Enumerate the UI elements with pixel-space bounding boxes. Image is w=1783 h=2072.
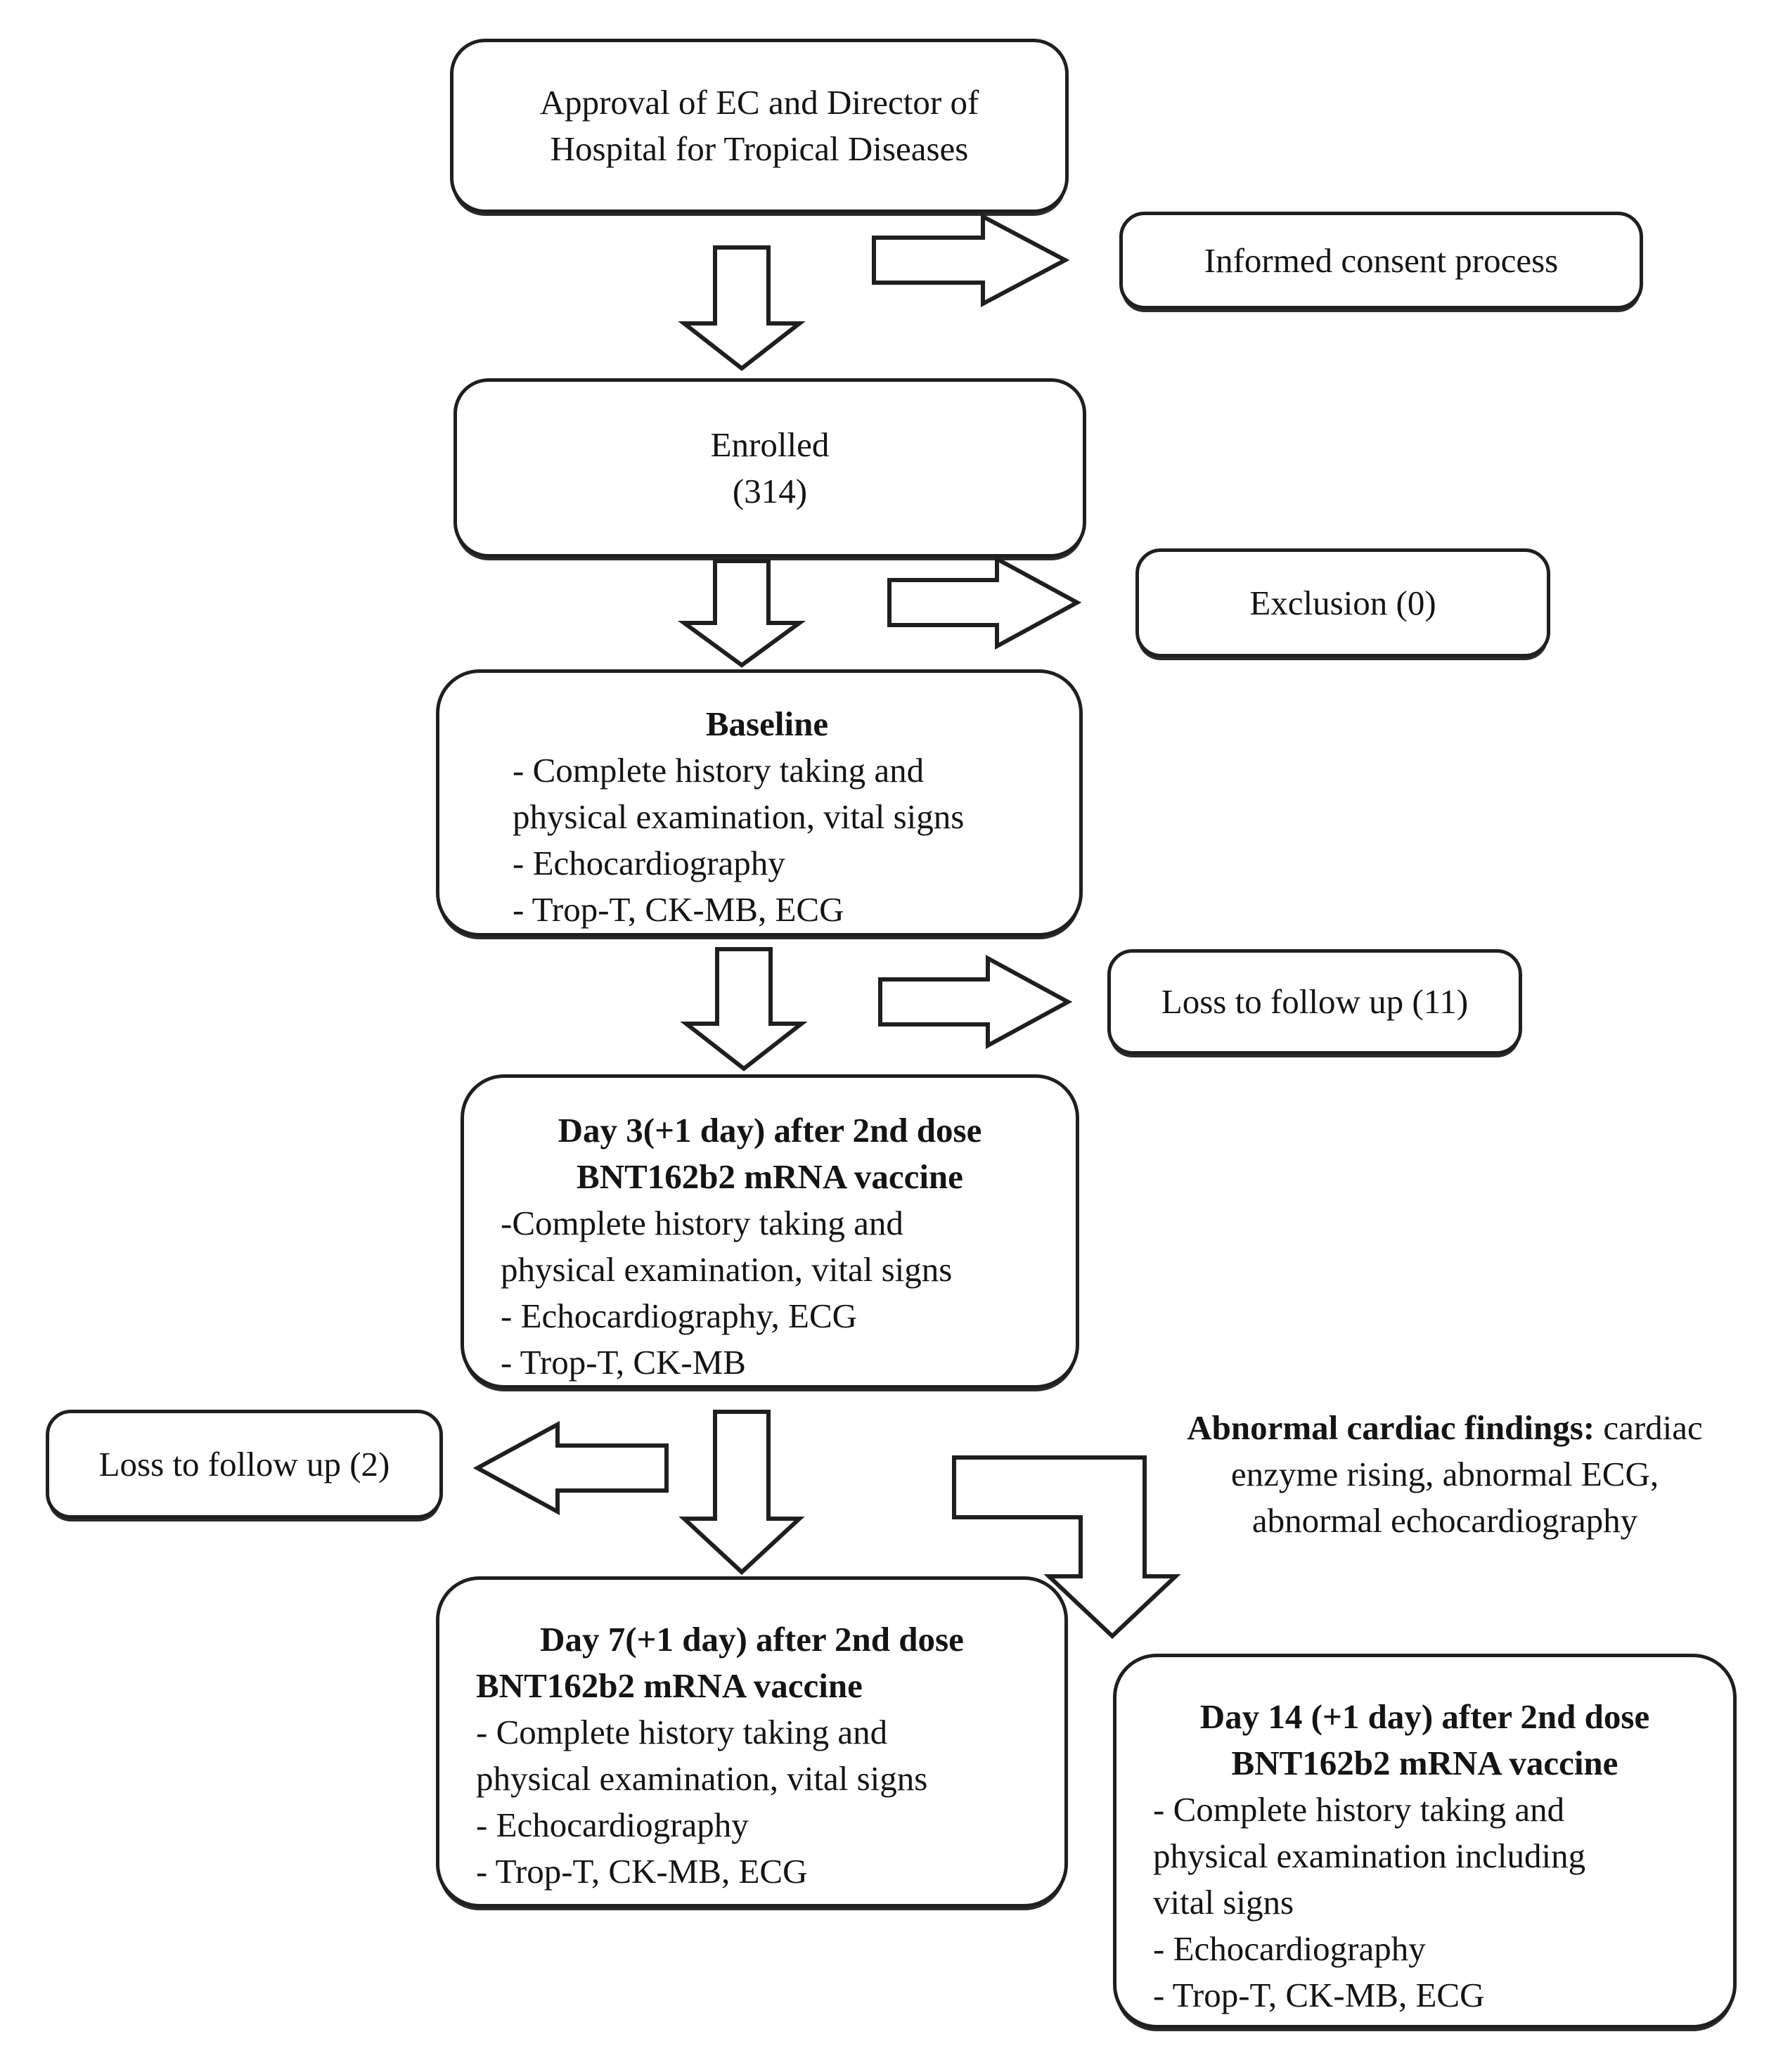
- baseline-item: - Trop-T, CK-MB, ECG: [513, 890, 844, 929]
- day3-item: - Echocardiography, ECG: [501, 1296, 858, 1335]
- arrow-right-to-exclusion: [887, 555, 1082, 650]
- day14-item: - Complete history taking and: [1153, 1790, 1565, 1829]
- enrolled-label: Enrolled: [710, 425, 830, 464]
- day14-item: vital signs: [1153, 1883, 1294, 1922]
- approval-line2: Hospital for Tropical Diseases: [550, 129, 969, 168]
- day7-item: - Complete history taking and: [476, 1713, 888, 1751]
- day7-item: - Trop-T, CK-MB, ECG: [476, 1852, 808, 1891]
- day7-item: - Echocardiography: [476, 1806, 749, 1844]
- arrow-down-day3-to-day7: [678, 1410, 805, 1576]
- day14-item: physical examination including: [1153, 1836, 1586, 1875]
- day3-box: Day 3(+1 day) after 2nd dose BNT162b2 mR…: [461, 1074, 1079, 1389]
- loss-to-follow-up-11-box: Loss to follow up (11): [1107, 949, 1522, 1055]
- day3-item: physical examination, vital signs: [501, 1250, 953, 1289]
- day3-title-line1: Day 3(+1 day) after 2nd dose: [558, 1111, 982, 1150]
- day3-item: - Trop-T, CK-MB: [501, 1343, 746, 1382]
- abnormal-findings-bold: Abnormal cardiac findings:: [1187, 1408, 1595, 1447]
- loss-to-follow-up-11-label: Loss to follow up (11): [1161, 982, 1469, 1021]
- abnormal-findings-line2: enzyme rising, abnormal ECG,: [1230, 1455, 1659, 1493]
- loss-to-follow-up-2-box: Loss to follow up (2): [46, 1410, 443, 1519]
- arrow-down-approval-to-enrolled: [678, 245, 806, 371]
- baseline-item: physical examination, vital signs: [513, 797, 965, 836]
- baseline-title: Baseline: [705, 704, 829, 743]
- day14-box: Day 14 (+1 day) after 2nd dose BNT162b2 …: [1113, 1654, 1737, 2028]
- baseline-item: - Complete history taking and: [513, 751, 925, 790]
- informed-consent-box: Informed consent process: [1119, 212, 1643, 309]
- arrow-left-to-loss-to-follow-up-2: [472, 1420, 669, 1516]
- exclusion-label: Exclusion (0): [1249, 583, 1436, 622]
- baseline-box: Baseline - Complete history taking and p…: [436, 669, 1083, 937]
- abnormal-findings-note: Abnormal cardiac findings: cardiac enzym…: [1135, 1405, 1754, 1544]
- day14-title-line1: Day 14 (+1 day) after 2nd dose: [1199, 1697, 1650, 1736]
- exclusion-box: Exclusion (0): [1135, 548, 1550, 657]
- arrow-right-to-loss-to-follow-up-11: [878, 954, 1073, 1050]
- loss-to-follow-up-2-label: Loss to follow up (2): [98, 1444, 390, 1484]
- day14-item: - Trop-T, CK-MB, ECG: [1153, 1976, 1485, 2014]
- enrolled-count: (314): [732, 471, 808, 510]
- day7-title-line1: Day 7(+1 day) after 2nd dose: [540, 1620, 964, 1659]
- day3-item: -Complete history taking and: [501, 1204, 903, 1242]
- day7-box: Day 7(+1 day) after 2nd dose BNT162b2 mR…: [436, 1576, 1068, 1907]
- day7-title-line2: BNT162b2 mRNA vaccine: [476, 1666, 863, 1705]
- baseline-item: - Echocardiography: [513, 844, 785, 882]
- informed-consent-label: Informed consent process: [1204, 240, 1559, 280]
- day14-item: - Echocardiography: [1153, 1929, 1426, 1968]
- arrow-down-enrolled-to-baseline: [677, 559, 806, 668]
- approval-line1: Approval of EC and Director of: [539, 83, 979, 122]
- approval-box: Approval of EC and Director of Hospital …: [450, 39, 1069, 213]
- day7-item: physical examination, vital signs: [476, 1759, 928, 1798]
- abnormal-findings-line3: abnormal echocardiography: [1251, 1501, 1638, 1540]
- abnormal-findings-text: Abnormal cardiac findings: cardiac: [1135, 1405, 1754, 1451]
- arrow-down-baseline-to-day3: [680, 947, 808, 1072]
- arrow-right-to-informed-consent: [872, 213, 1070, 307]
- abnormal-findings-rest: cardiac: [1595, 1408, 1703, 1447]
- arrow-bent-day3-to-day14: [952, 1455, 1181, 1640]
- day3-title-line2: BNT162b2 mRNA vaccine: [577, 1157, 963, 1196]
- enrolled-box: Enrolled (314): [453, 378, 1086, 558]
- day14-title-line2: BNT162b2 mRNA vaccine: [1231, 1744, 1618, 1782]
